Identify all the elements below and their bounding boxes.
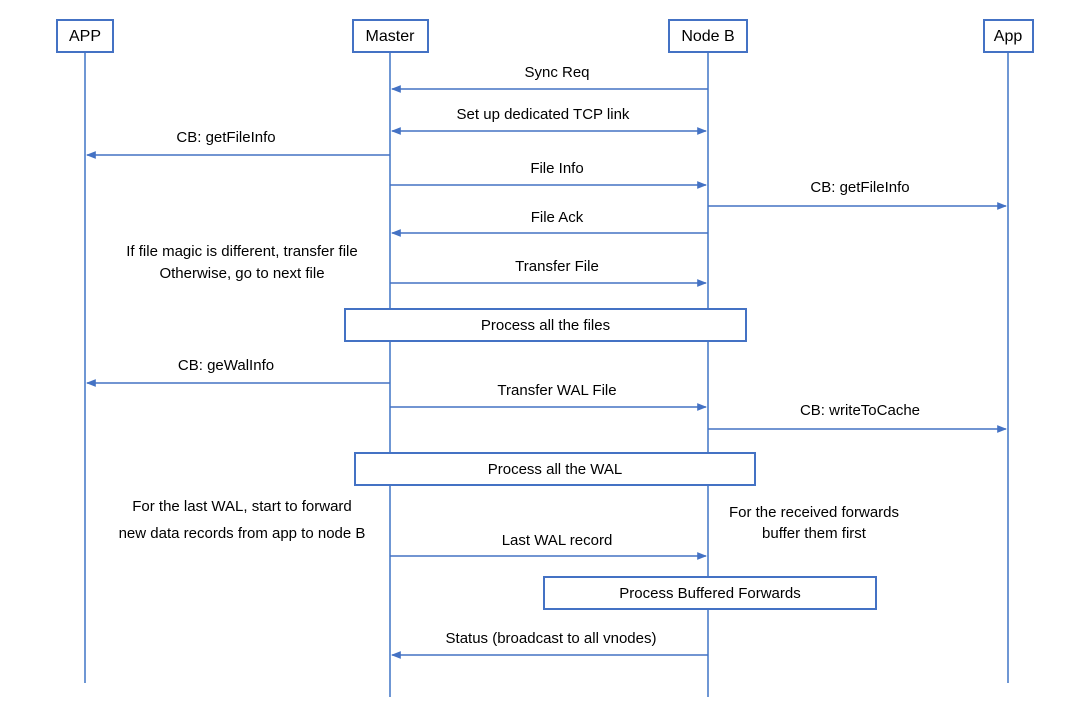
frame-box-process-buffered-forwards[interactable] bbox=[543, 576, 877, 610]
process-frames: Process all the files Process all the WA… bbox=[344, 308, 877, 610]
actor-box-master[interactable] bbox=[352, 19, 429, 53]
message-label-transfer-file: Transfer File bbox=[515, 258, 599, 275]
actor-box-app-right[interactable] bbox=[983, 19, 1034, 53]
actor-label-node-b: Node B bbox=[681, 28, 734, 45]
frame-label-process-buffered-forwards: Process Buffered Forwards bbox=[619, 585, 800, 602]
message-label-last-wal-record: Last WAL record bbox=[502, 532, 613, 549]
notes: If file magic is different, transfer fil… bbox=[119, 243, 899, 542]
message-transfer-file[interactable]: Transfer File bbox=[390, 258, 707, 287]
note-received-forwards-line-2: buffer them first bbox=[762, 525, 867, 542]
actor-label-app-left: APP bbox=[69, 28, 101, 45]
note-last-wal-forward-line-2: new data records from app to node B bbox=[119, 525, 366, 542]
message-label-status-broadcast: Status (broadcast to all vnodes) bbox=[446, 630, 657, 647]
message-file-info[interactable]: File Info bbox=[390, 160, 707, 189]
frame-box-process-all-files[interactable] bbox=[344, 308, 747, 342]
message-last-wal-record[interactable]: Last WAL record bbox=[390, 532, 707, 560]
frame-label-process-all-wal: Process all the WAL bbox=[488, 461, 623, 478]
note-file-magic: If file magic is different, transfer fil… bbox=[126, 243, 357, 282]
message-cb-writetocache[interactable]: CB: writeToCache bbox=[708, 402, 1007, 433]
message-label-sync-req: Sync Req bbox=[524, 64, 589, 81]
actor-headers: APP Master Node B App bbox=[56, 19, 1034, 53]
actor-box-app-left[interactable] bbox=[56, 19, 114, 53]
frame-process-all-wal[interactable]: Process all the WAL bbox=[354, 452, 756, 486]
message-label-file-ack: File Ack bbox=[531, 209, 584, 226]
note-last-wal-forward-line-1: For the last WAL, start to forward bbox=[132, 498, 352, 515]
actor-box-node-b[interactable] bbox=[668, 19, 748, 53]
frame-label-process-all-files: Process all the files bbox=[481, 317, 610, 334]
actor-app-left[interactable]: APP bbox=[56, 19, 114, 53]
note-file-magic-line-1: If file magic is different, transfer fil… bbox=[126, 243, 357, 260]
actor-label-master: Master bbox=[366, 28, 416, 45]
note-received-forwards-line-1: For the received forwards bbox=[729, 504, 899, 521]
message-cb-gewalinfo[interactable]: CB: geWalInfo bbox=[86, 357, 390, 387]
message-label-cb-getfileinfo-left: CB: getFileInfo bbox=[176, 129, 275, 146]
actor-node-b[interactable]: Node B bbox=[668, 19, 748, 53]
lifelines bbox=[84, 52, 1009, 697]
message-setup-tcp-link[interactable]: Set up dedicated TCP link bbox=[391, 106, 707, 135]
actor-label-app-right: App bbox=[994, 28, 1023, 45]
actor-app-right[interactable]: App bbox=[983, 19, 1034, 53]
message-label-cb-gewalinfo: CB: geWalInfo bbox=[178, 357, 274, 374]
frame-process-all-files[interactable]: Process all the files bbox=[344, 308, 747, 342]
message-label-cb-getfileinfo-right: CB: getFileInfo bbox=[810, 179, 909, 196]
message-label-setup-tcp-link: Set up dedicated TCP link bbox=[457, 106, 630, 123]
message-file-ack[interactable]: File Ack bbox=[391, 209, 708, 237]
note-last-wal-forward: For the last WAL, start to forward new d… bbox=[119, 498, 366, 542]
message-cb-getfileinfo-left[interactable]: CB: getFileInfo bbox=[86, 129, 390, 159]
message-transfer-wal-file[interactable]: Transfer WAL File bbox=[390, 382, 707, 411]
message-label-cb-writetocache: CB: writeToCache bbox=[800, 402, 920, 419]
frame-process-buffered-forwards[interactable]: Process Buffered Forwards bbox=[543, 576, 877, 610]
messages: Sync Req Set up dedicated TCP link CB: g… bbox=[86, 64, 1007, 659]
note-file-magic-line-2: Otherwise, go to next file bbox=[159, 265, 324, 282]
note-received-forwards: For the received forwards buffer them fi… bbox=[729, 504, 899, 542]
actor-master[interactable]: Master bbox=[352, 19, 429, 53]
message-cb-getfileinfo-right[interactable]: CB: getFileInfo bbox=[708, 179, 1007, 210]
frame-box-process-all-wal[interactable] bbox=[354, 452, 756, 486]
message-sync-req[interactable]: Sync Req bbox=[391, 64, 708, 93]
message-label-transfer-wal-file: Transfer WAL File bbox=[497, 382, 616, 399]
message-label-file-info: File Info bbox=[530, 160, 583, 177]
message-status-broadcast[interactable]: Status (broadcast to all vnodes) bbox=[391, 630, 708, 659]
